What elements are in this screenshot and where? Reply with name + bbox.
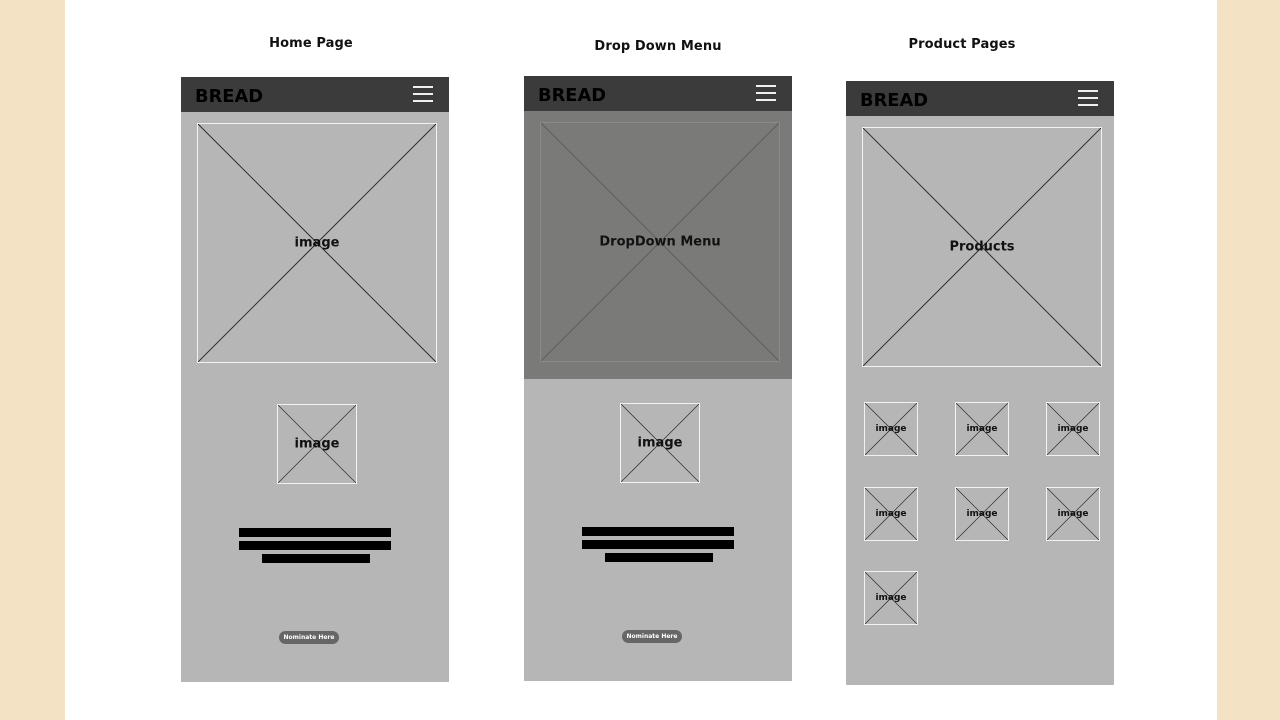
product-item[interactable]: image: [1046, 487, 1100, 541]
product-item-label: image: [875, 509, 907, 519]
thumb-image-placeholder: image: [277, 404, 357, 484]
product-item-label: image: [966, 424, 998, 434]
dropdown-screen: BREAD DropDown Menu image Nominate Here: [524, 76, 792, 681]
product-item[interactable]: image: [1046, 402, 1100, 456]
product-item[interactable]: image: [864, 402, 918, 456]
product-pages-title: Product Pages: [908, 37, 1016, 52]
products-hero-label: Products: [949, 239, 1015, 255]
svg-text:BREAD: BREAD: [538, 85, 606, 103]
dropdown-menu-overlay[interactable]: DropDown Menu: [524, 111, 792, 379]
thumb-image-label: image: [294, 436, 340, 452]
svg-text:BREAD: BREAD: [860, 90, 928, 108]
nav-bar: BREAD: [846, 81, 1114, 116]
product-item[interactable]: image: [864, 571, 918, 625]
nav-bar: BREAD: [181, 77, 449, 112]
nominate-button[interactable]: Nominate Here: [279, 631, 339, 644]
product-item-label: image: [875, 593, 907, 603]
product-item-label: image: [1057, 509, 1089, 519]
hamburger-menu-icon[interactable]: [756, 85, 776, 102]
brand-logo[interactable]: BREAD: [538, 85, 608, 103]
hamburger-menu-icon[interactable]: [1078, 90, 1098, 107]
product-item[interactable]: image: [955, 402, 1009, 456]
product-pages-screen: BREAD Products image image image image image…: [846, 81, 1114, 685]
thumb-image-label: image: [637, 435, 683, 451]
text-line-3: [262, 554, 370, 563]
nav-bar: BREAD: [524, 76, 792, 111]
product-item-label: image: [1057, 424, 1089, 434]
brand-logo[interactable]: BREAD: [195, 86, 265, 104]
dropdown-menu-title: Drop Down Menu: [594, 39, 722, 54]
hero-image-placeholder: image: [197, 123, 437, 363]
thumb-image-placeholder: image: [620, 403, 700, 483]
text-line-2: [239, 541, 391, 550]
hero-image-label: image: [294, 235, 340, 251]
svg-text:BREAD: BREAD: [195, 86, 263, 104]
text-line-1: [239, 528, 391, 537]
product-item-label: image: [966, 509, 998, 519]
dropdown-menu-placeholder: DropDown Menu: [540, 122, 780, 362]
dropdown-menu-label: DropDown Menu: [599, 234, 721, 250]
product-item[interactable]: image: [955, 487, 1009, 541]
text-line-3: [605, 553, 713, 562]
text-line-1: [582, 527, 734, 536]
product-item-label: image: [875, 424, 907, 434]
hamburger-menu-icon[interactable]: [413, 86, 433, 103]
home-page-title: Home Page: [269, 36, 353, 51]
product-item[interactable]: image: [864, 487, 918, 541]
products-hero-placeholder: Products: [862, 127, 1102, 367]
brand-logo[interactable]: BREAD: [860, 90, 930, 108]
nominate-button[interactable]: Nominate Here: [622, 630, 682, 643]
text-line-2: [582, 540, 734, 549]
home-page-screen: BREAD image image Nominate Here: [181, 77, 449, 682]
